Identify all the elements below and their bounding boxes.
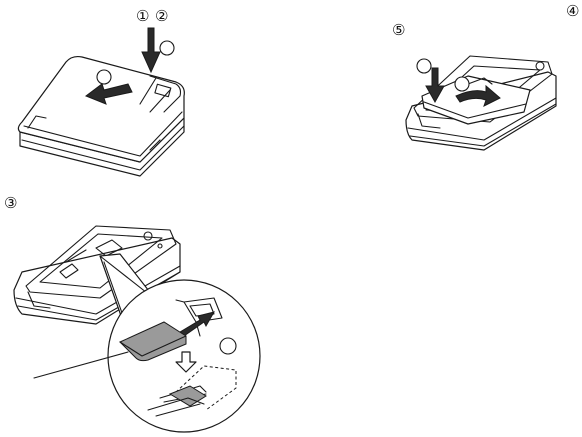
panel-battery: ④ ⑤ <box>392 2 579 150</box>
zoom-magnifier <box>108 280 260 432</box>
panel-sim-card: ③ <box>4 194 260 432</box>
callout-marker-e <box>220 338 236 354</box>
panel-remove-cover: ① ② <box>18 7 184 176</box>
step-number-4: ④ <box>566 2 579 20</box>
step-number-2: ② <box>155 7 168 25</box>
push-arrow-icon <box>142 28 160 72</box>
step-number-3: ③ <box>4 194 17 212</box>
callout-marker-a <box>160 41 174 55</box>
callout-marker-d <box>455 77 469 91</box>
step-number-5: ⑤ <box>392 21 405 39</box>
callout-marker-b <box>97 70 111 84</box>
step-number-1: ① <box>136 7 149 25</box>
callout-marker-c <box>417 59 431 73</box>
